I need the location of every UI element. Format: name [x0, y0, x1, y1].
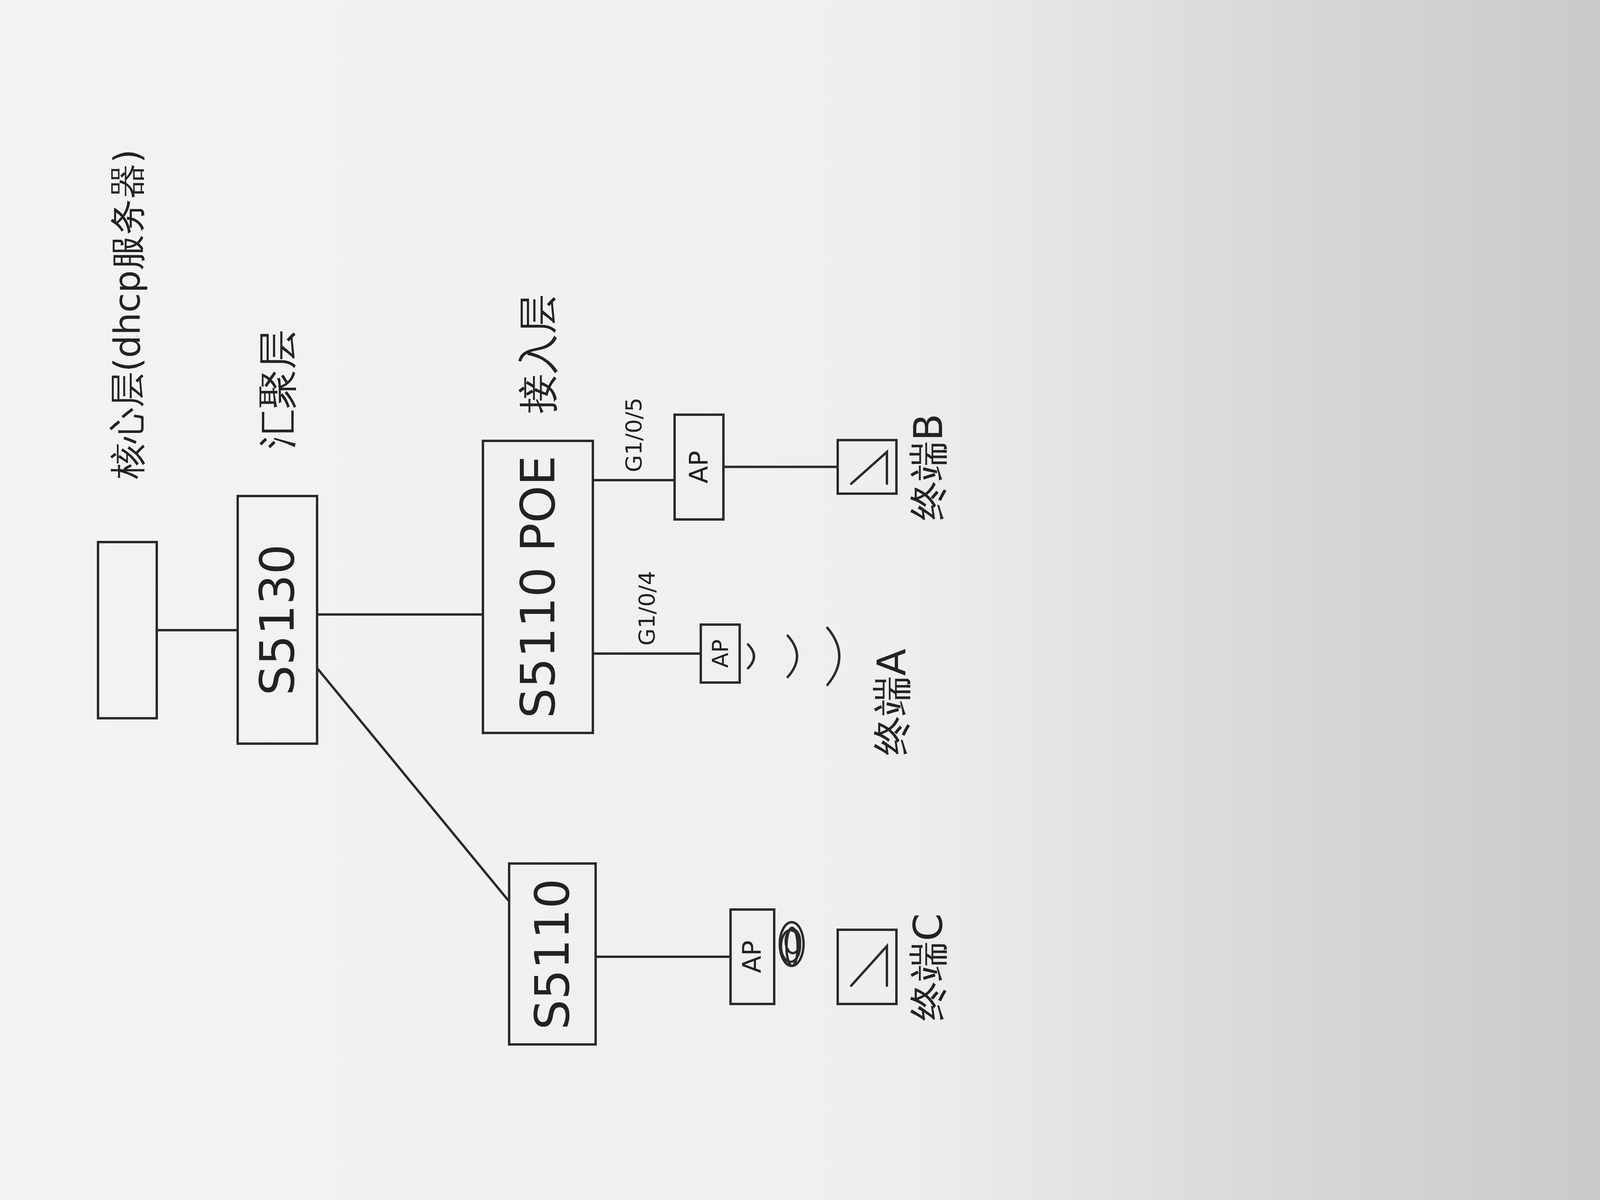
scribble: [779, 922, 804, 966]
network-link: [157, 628, 237, 632]
ap-box: AP: [699, 623, 741, 684]
wifi-wave: [748, 644, 754, 669]
layer-label: 终端B: [905, 413, 952, 521]
box-label: AP: [684, 450, 714, 484]
wifi-wave: [787, 635, 798, 677]
switch-box: S5110 POE接入层: [481, 439, 595, 735]
wifi-wave: [827, 627, 840, 685]
box-label: S5110 POE: [510, 455, 566, 719]
box-label: S5130: [250, 544, 305, 696]
layer-label: 接入层: [515, 294, 561, 414]
box-label: AP: [707, 639, 733, 668]
monitor-stand: [851, 451, 887, 484]
network-link: [596, 955, 730, 958]
terminal-monitor: 终端C: [836, 928, 898, 1006]
layer-label: 汇聚层: [254, 329, 301, 449]
network-link: [724, 465, 837, 469]
network-link: [594, 478, 674, 482]
ap-box: AP: [673, 413, 725, 521]
terminal-monitor: 终端B: [836, 438, 898, 495]
port-label: G1/0/4: [633, 568, 660, 649]
network-link: [594, 652, 700, 655]
box-label: S5110: [525, 878, 580, 1031]
box-label: AP: [737, 940, 768, 974]
layer-label: 终端C: [905, 913, 952, 1021]
switch-box: S5130汇聚层: [236, 494, 319, 745]
core-switch-box: 核心层(dhcp服务器): [96, 540, 158, 720]
port-label: G1/0/5: [620, 395, 647, 475]
switch-box: S5110: [507, 862, 597, 1047]
network-link: [318, 613, 482, 616]
ap-box: AP: [729, 908, 776, 1006]
monitor-stand: [851, 946, 887, 986]
network-link: [318, 669, 508, 900]
layer-label: 核心层(dhcp服务器): [106, 149, 149, 479]
terminal-label: 终端A: [869, 648, 915, 756]
